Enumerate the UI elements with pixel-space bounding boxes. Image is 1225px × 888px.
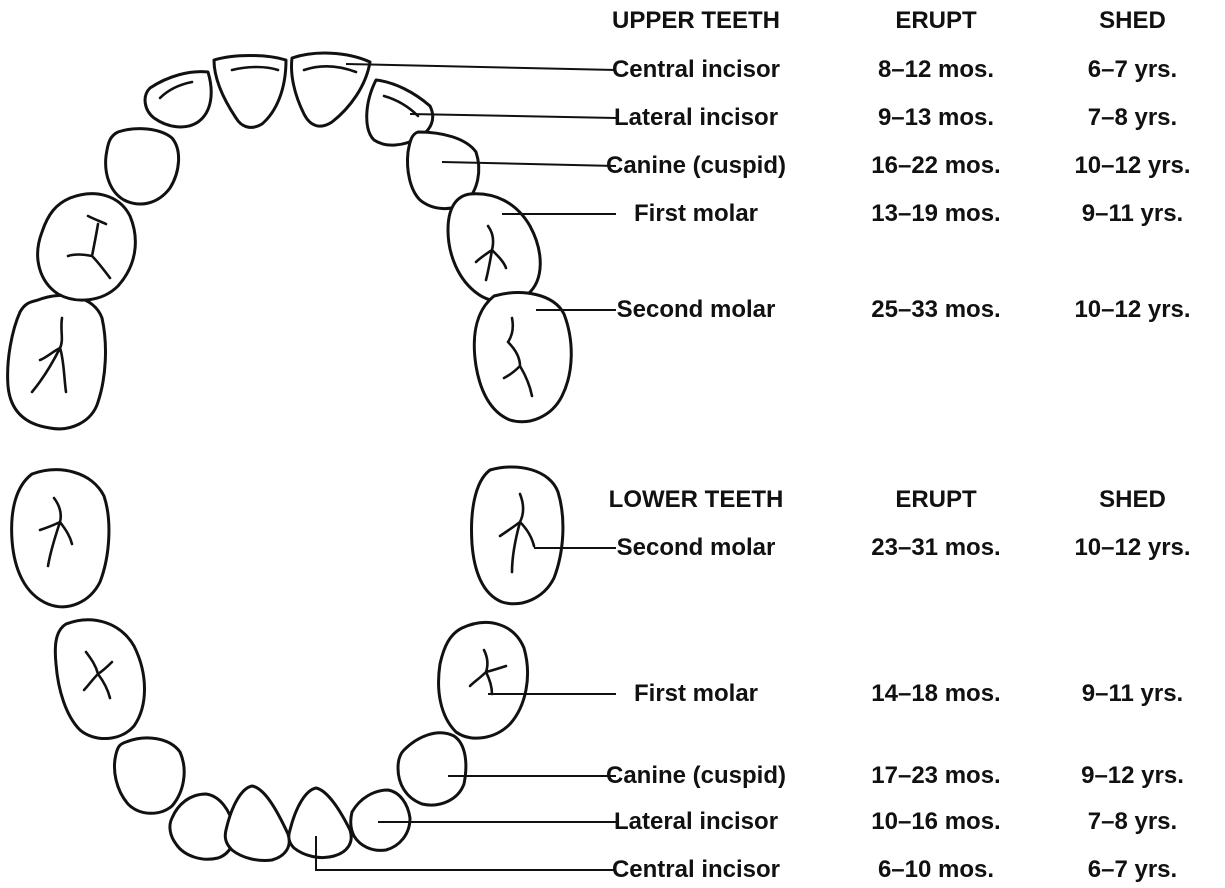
upper-row-erupt: 25–33 mos. bbox=[838, 295, 1034, 325]
upper-row-shed: 10–12 yrs. bbox=[1040, 151, 1225, 181]
upper-row-erupt: 13–19 mos. bbox=[838, 199, 1034, 229]
lower-row-shed: 6–7 yrs. bbox=[1040, 855, 1225, 885]
upper-row-name: Second molar bbox=[560, 295, 832, 325]
lower-left-central-incisor bbox=[225, 786, 289, 861]
upper-row-shed: 10–12 yrs. bbox=[1040, 295, 1225, 325]
lower-right-first-molar bbox=[439, 622, 528, 738]
lower-row-name: Lateral incisor bbox=[560, 807, 832, 837]
lower-row-shed: 9–12 yrs. bbox=[1040, 761, 1225, 791]
lower-left-canine bbox=[115, 738, 185, 813]
lower-row-shed: 10–12 yrs. bbox=[1040, 533, 1225, 563]
lower-row-erupt: 14–18 mos. bbox=[838, 679, 1034, 709]
lower-row-name: Second molar bbox=[560, 533, 832, 563]
upper-shed-header: SHED bbox=[1040, 6, 1225, 36]
upper-right-first-molar bbox=[448, 194, 540, 302]
upper-left-canine bbox=[106, 129, 179, 204]
lower-row-shed: 7–8 yrs. bbox=[1040, 807, 1225, 837]
upper-arch bbox=[8, 53, 572, 429]
lower-row-name: Central incisor bbox=[560, 855, 832, 885]
lower-right-canine bbox=[398, 733, 466, 805]
upper-teeth-header: UPPER TEETH bbox=[560, 6, 832, 36]
lower-left-first-molar bbox=[55, 620, 144, 739]
lower-row-erupt: 10–16 mos. bbox=[838, 807, 1034, 837]
lower-row-name: First molar bbox=[560, 679, 832, 709]
upper-row-erupt: 8–12 mos. bbox=[838, 55, 1034, 85]
lower-shed-header: SHED bbox=[1040, 485, 1225, 515]
lower-right-lateral-incisor bbox=[351, 790, 410, 850]
upper-row-shed: 9–11 yrs. bbox=[1040, 199, 1225, 229]
lower-row-erupt: 6–10 mos. bbox=[838, 855, 1034, 885]
upper-row-name: Central incisor bbox=[560, 55, 832, 85]
upper-row-shed: 7–8 yrs. bbox=[1040, 103, 1225, 133]
upper-row-erupt: 16–22 mos. bbox=[838, 151, 1034, 181]
lower-left-lateral-incisor bbox=[170, 794, 234, 859]
lower-teeth-header: LOWER TEETH bbox=[560, 485, 832, 515]
lower-row-erupt: 17–23 mos. bbox=[838, 761, 1034, 791]
upper-left-first-molar bbox=[38, 194, 136, 300]
upper-right-second-molar bbox=[474, 293, 571, 422]
upper-row-shed: 6–7 yrs. bbox=[1040, 55, 1225, 85]
lower-row-name: Canine (cuspid) bbox=[560, 761, 832, 791]
upper-left-lateral-incisor bbox=[145, 72, 211, 127]
upper-row-name: Canine (cuspid) bbox=[560, 151, 832, 181]
upper-row-name: First molar bbox=[560, 199, 832, 229]
upper-erupt-header: ERUPT bbox=[838, 6, 1034, 36]
lower-row-shed: 9–11 yrs. bbox=[1040, 679, 1225, 709]
lower-row-erupt: 23–31 mos. bbox=[838, 533, 1034, 563]
lower-erupt-header: ERUPT bbox=[838, 485, 1034, 515]
upper-left-second-molar bbox=[8, 295, 106, 429]
lower-arch bbox=[12, 467, 563, 861]
lower-right-central-incisor bbox=[289, 788, 351, 858]
upper-row-name: Lateral incisor bbox=[560, 103, 832, 133]
upper-row-erupt: 9–13 mos. bbox=[838, 103, 1034, 133]
lower-left-second-molar bbox=[12, 470, 109, 607]
